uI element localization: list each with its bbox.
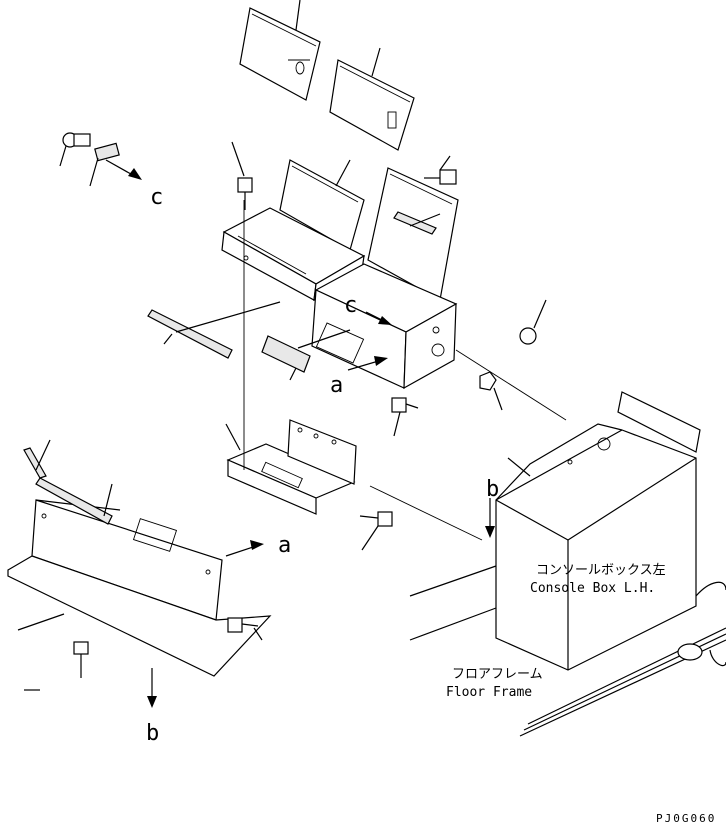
console-box-label-jp: コンソールボックス左 — [536, 563, 666, 578]
nut-right — [479, 371, 503, 411]
top-lid-right — [329, 47, 415, 151]
label-a-bottom: a — [278, 533, 291, 558]
bolt-upper-right — [424, 155, 457, 185]
cover-plate-left — [7, 499, 272, 677]
leader-cover — [17, 613, 65, 631]
floor-frame — [409, 565, 726, 737]
label-a-mid: a — [330, 373, 343, 398]
console-switch-box — [311, 263, 458, 390]
small-strip-right — [393, 211, 441, 235]
console-box-label-en: Console Box L.H. — [530, 581, 655, 596]
figure-code: PJ0G060 — [656, 812, 716, 825]
bolt-lower — [359, 511, 393, 551]
floor-frame-label-en: Floor Frame — [446, 685, 532, 700]
arrow-a-bottom — [225, 540, 264, 557]
floor-frame-label-jp: フロアフレーム — [452, 667, 543, 682]
top-lid-left — [239, 0, 321, 101]
plug-connector — [59, 132, 120, 187]
rubber-strip-long — [147, 301, 281, 359]
guide-line-box-right — [455, 349, 567, 421]
arrow-to-c-top — [105, 159, 142, 180]
arrow-b-right — [485, 498, 495, 538]
bolt-upper-left — [231, 141, 253, 210]
label-c-top: c — [150, 185, 163, 210]
guide-line-low — [369, 485, 483, 541]
arrow-b-bottom — [147, 668, 157, 708]
label-b-bottom: b — [146, 721, 159, 746]
arrow-a-mid — [347, 356, 388, 371]
label-b-right: b — [486, 477, 499, 502]
rubber-pad — [261, 329, 351, 381]
bolt-mid — [391, 397, 419, 437]
console-box-lh — [495, 391, 701, 671]
bolt-cover-right — [227, 617, 263, 641]
arrow-c-mid — [365, 311, 392, 325]
bolt-cover-bottom — [73, 641, 89, 678]
label-c-mid: c — [344, 293, 357, 318]
leader-console-box — [507, 457, 531, 477]
cap-right — [519, 299, 547, 345]
edge-strip-left — [23, 439, 113, 525]
lower-bracket — [225, 419, 357, 515]
